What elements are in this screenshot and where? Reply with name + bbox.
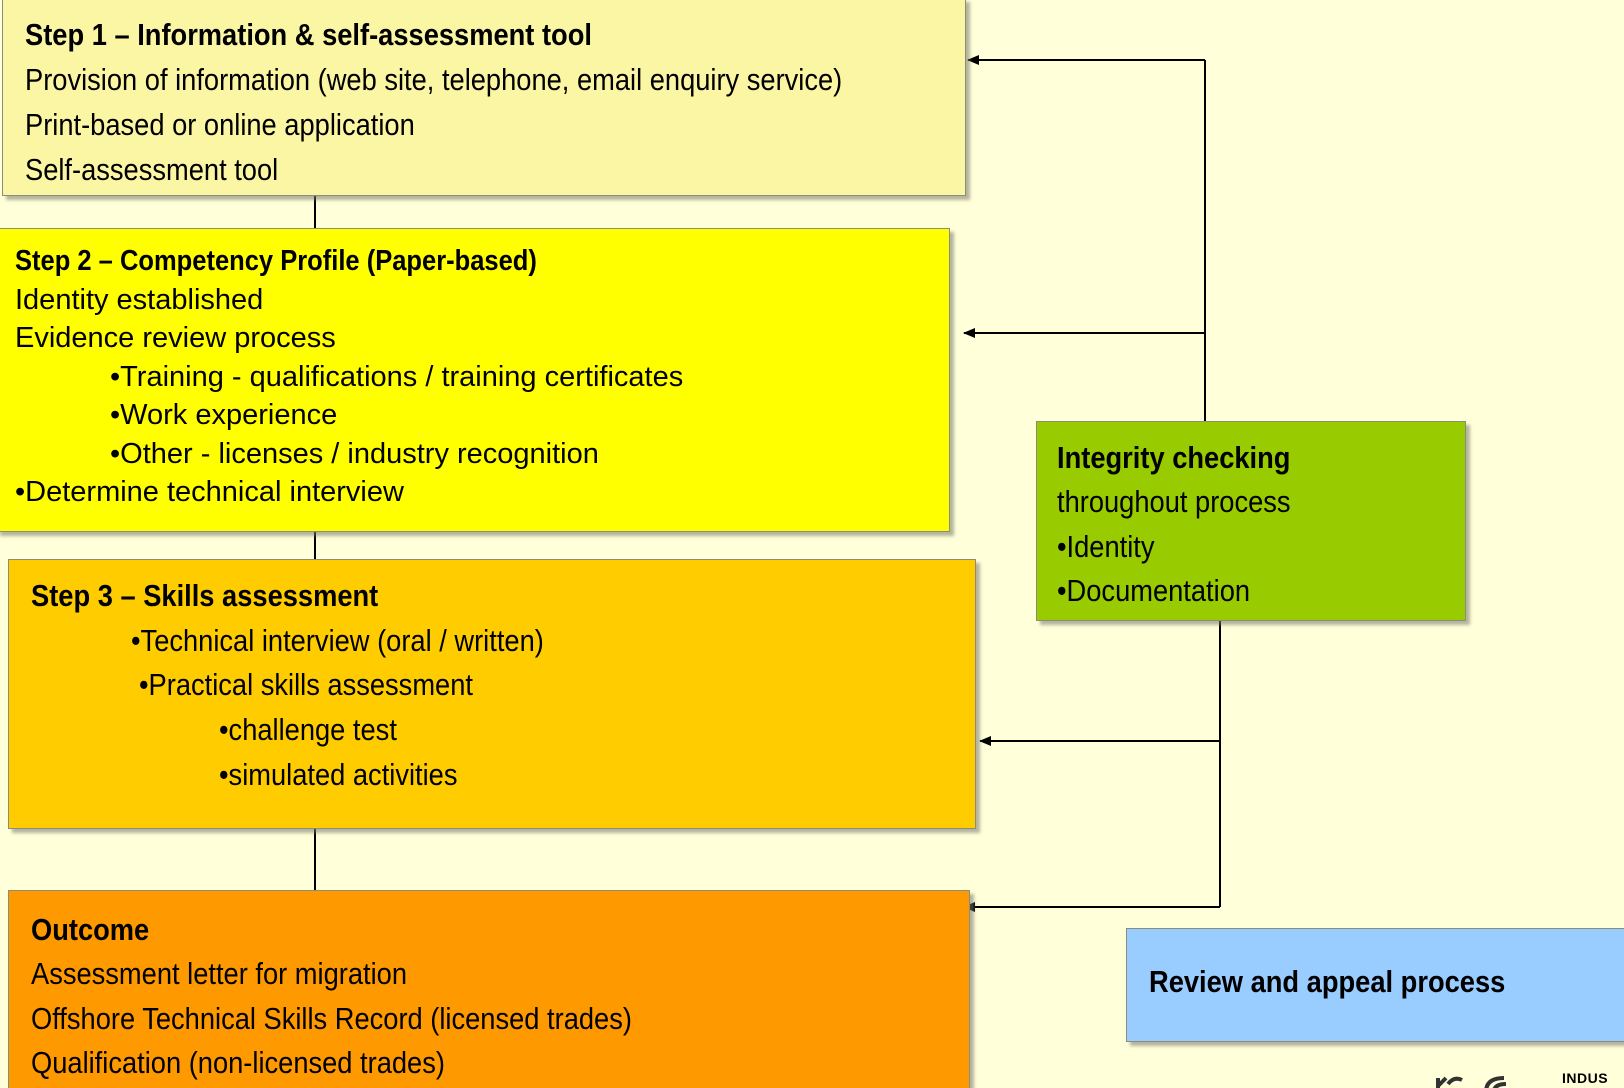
step2-bullet-other: •Other - licenses / industry recognition bbox=[110, 437, 599, 470]
step3-bullet-challenge-test: •challenge test bbox=[219, 711, 397, 747]
step2-line-evidence-review: Evidence review process bbox=[15, 322, 336, 355]
outcome-line-assessment-letter: Assessment letter for migration bbox=[31, 956, 407, 992]
outcome-title: Outcome bbox=[31, 912, 150, 947]
step1-line-application: Print-based or online application bbox=[25, 106, 415, 142]
integrity-line-throughout: throughout process bbox=[1057, 484, 1291, 520]
step2-title: Step 2 – Competency Profile (Paper-based… bbox=[15, 245, 537, 277]
step3-box: Step 3 – Skills assessment •Technical in… bbox=[8, 559, 976, 829]
step1-line-self-assessment: Self-assessment tool bbox=[25, 151, 279, 187]
step2-box: Step 2 – Competency Profile (Paper-based… bbox=[0, 228, 950, 532]
logo-mark-icon bbox=[1436, 1076, 1507, 1088]
outcome-line-qualification: Qualification (non-licensed trades) bbox=[31, 1044, 445, 1080]
step1-line-information: Provision of information (web site, tele… bbox=[25, 61, 843, 97]
step2-bullet-work-experience: •Work experience bbox=[110, 399, 338, 432]
step3-title: Step 3 – Skills assessment bbox=[31, 578, 379, 613]
review-title: Review and appeal process bbox=[1149, 964, 1506, 999]
integrity-bullet-identity: •Identity bbox=[1057, 528, 1155, 564]
step2-bullet-technical-interview: •Determine technical interview bbox=[15, 476, 404, 509]
review-appeal-box: Review and appeal process bbox=[1126, 928, 1624, 1042]
outcome-line-skills-record: Offshore Technical Skills Record (licens… bbox=[31, 1000, 632, 1036]
step3-bullet-simulated-activities: •simulated activities bbox=[219, 756, 458, 792]
integrity-title: Integrity checking bbox=[1057, 440, 1291, 475]
step2-bullet-training: •Training - qualifications / training ce… bbox=[110, 360, 684, 393]
outcome-box: Outcome Assessment letter for migration … bbox=[8, 890, 970, 1088]
step3-bullet-technical-interview: •Technical interview (oral / written) bbox=[131, 622, 544, 658]
step1-box: Step 1 – Information & self-assessment t… bbox=[2, 0, 966, 196]
organization-logo: INDUS bbox=[1434, 1066, 1624, 1088]
logo-text: INDUS bbox=[1562, 1070, 1609, 1086]
step1-title: Step 1 – Information & self-assessment t… bbox=[25, 17, 592, 52]
step2-line-identity: Identity established bbox=[15, 283, 264, 316]
step3-bullet-practical-skills: •Practical skills assessment bbox=[139, 667, 473, 703]
integrity-bullet-documentation: •Documentation bbox=[1057, 572, 1251, 608]
integrity-checking-box: Integrity checking throughout process •I… bbox=[1036, 421, 1466, 621]
